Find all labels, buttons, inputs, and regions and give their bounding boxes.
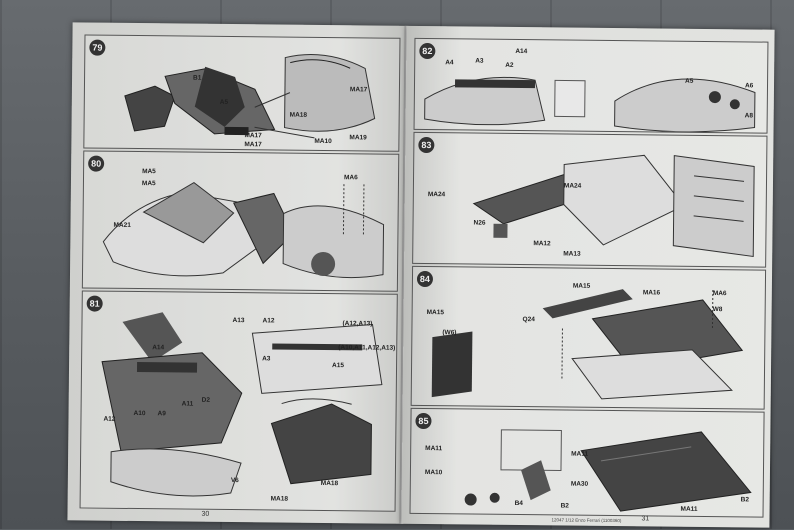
step-84: 84 MA15 MA16 MA15 MA6 (W6) Q24 W8 <box>411 266 766 410</box>
part-label: MA18 <box>321 480 338 487</box>
part-label: B1 <box>193 75 201 82</box>
instruction-booklet: 79 MA17 MA18 MA17 MA19 MA17 B1 MA10 A5 8… <box>67 22 774 529</box>
step-82-diagram <box>415 39 768 133</box>
part-label: A13 <box>232 317 244 324</box>
part-label: A3 <box>475 58 483 65</box>
part-label: A15 <box>332 362 344 369</box>
part-label: MA13 <box>563 250 580 257</box>
part-label: A5 <box>685 78 693 85</box>
part-label: A8 <box>745 112 753 119</box>
part-label: A12 <box>103 416 115 423</box>
part-label: MA10 <box>425 469 442 476</box>
part-label: B2 <box>741 496 749 503</box>
part-label: MA11 <box>425 445 442 452</box>
part-label: A5 <box>220 99 228 106</box>
part-label: A12 <box>262 317 274 324</box>
part-label: MA16 <box>643 289 660 296</box>
part-label: V6 <box>231 477 239 484</box>
part-label: MA19 <box>349 134 366 141</box>
part-label: Q24 <box>523 316 535 323</box>
part-label: (W6) <box>442 329 456 336</box>
part-label: MA21 <box>113 222 130 229</box>
part-label: A14 <box>152 344 164 351</box>
part-label: MA18 <box>271 495 288 502</box>
part-label: MA17 <box>244 132 261 139</box>
right-page: 82 A14 A4 A3 A2 A5 A6 A8 83 <box>401 26 774 528</box>
part-label: MA6 <box>713 290 727 297</box>
step-85: 85 MA11 MA10 MA11 MA30 MA11 B2 B2 B4 <box>410 408 765 518</box>
part-label: MA5 <box>142 180 156 187</box>
part-label: MA11 <box>571 451 588 458</box>
part-label: MA24 <box>428 191 445 198</box>
part-label: MA5 <box>142 168 156 175</box>
part-label: B2 <box>561 502 569 509</box>
step-81: 81 A14 A10 A9 A12 A11 A13 A12 (A12,A13) … <box>80 290 398 511</box>
part-label: (A12,A13) <box>342 320 372 327</box>
step-82: 82 A14 A4 A3 A2 A5 A6 A8 <box>414 38 769 134</box>
part-label: MA24 <box>564 182 581 189</box>
part-label: A14 <box>515 48 527 55</box>
part-label: MA6 <box>344 174 358 181</box>
part-label: A2 <box>505 62 513 69</box>
part-label: (A10,A11,A12,A13) <box>338 344 395 352</box>
step-83: 83 MA24 MA24 N26 MA12 MA13 <box>412 132 767 268</box>
part-label: A3 <box>262 355 270 362</box>
part-label: MA30 <box>571 481 588 488</box>
part-label: N26 <box>474 220 486 227</box>
part-label: D2 <box>202 397 210 404</box>
step-83-diagram <box>413 133 766 267</box>
part-label: MA17 <box>244 141 261 148</box>
page-number: 30 <box>201 511 209 518</box>
part-label: A10 <box>134 410 146 417</box>
part-label: A11 <box>182 401 194 408</box>
step-85-diagram <box>411 409 764 517</box>
page-number: 31 <box>641 515 649 522</box>
part-label: MA10 <box>314 138 331 145</box>
part-label: A6 <box>745 82 753 89</box>
part-label: MA15 <box>573 283 590 290</box>
part-label: MA17 <box>350 86 367 93</box>
part-label: MA11 <box>681 506 698 513</box>
left-page: 79 MA17 MA18 MA17 MA19 MA17 B1 MA10 A5 8… <box>67 22 406 523</box>
step-79: 79 MA17 MA18 MA17 MA19 MA17 B1 MA10 A5 <box>83 34 400 151</box>
step-80: 80 MA5 MA5 MA21 MA6 <box>82 150 399 291</box>
part-label: MA15 <box>427 309 444 316</box>
part-label: B4 <box>515 500 523 507</box>
part-label: A9 <box>158 410 166 417</box>
part-label: MA18 <box>290 112 307 119</box>
part-label: W8 <box>713 306 723 313</box>
part-label: A4 <box>445 59 453 66</box>
footer-text: 12047 1/12 Enzo Ferrari (1100360) <box>551 517 621 523</box>
part-label: MA12 <box>533 240 550 247</box>
